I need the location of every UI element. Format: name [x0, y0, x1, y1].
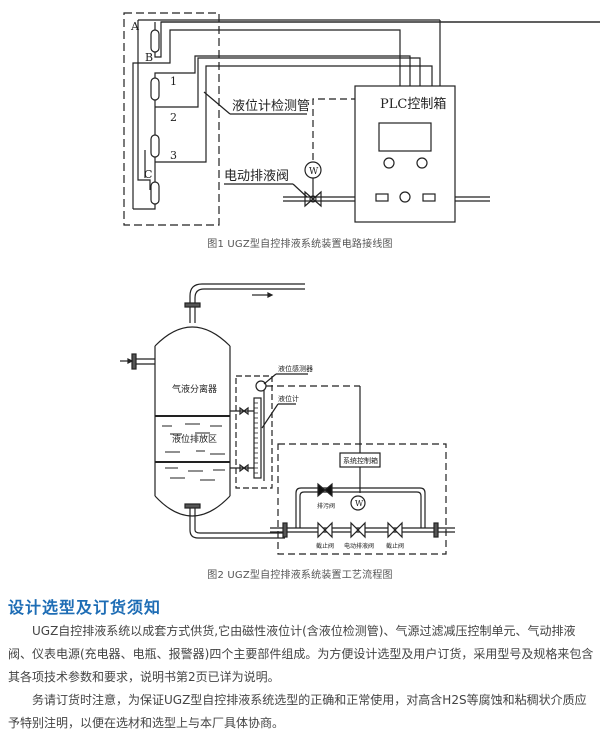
plc-box [354, 85, 456, 223]
label-2: 2 [170, 111, 177, 124]
figure-2-caption: 图2 UGZ型自控排液系统装置工艺流程图 [207, 570, 393, 581]
float-c [150, 181, 160, 205]
label-motor: W [355, 499, 364, 508]
stop-valve-right-symbol [387, 521, 403, 539]
label-bypass-valve: 排污阀 [317, 502, 335, 510]
paragraph-2: 务请订货时注意，为保证UGZ型自控排液系统选型的正确和正常使用，对高含H2S等腐… [8, 689, 598, 735]
leader-level-pipe [203, 91, 231, 115]
figure-1-caption: 图1 UGZ型自控排液系统装置电路接线图 [207, 239, 393, 250]
process-diagram-svg: 气液分离器 液位排放区 液位感测器 液位计 系统控制箱 排污阀 截止阀 电动排液… [120, 283, 455, 555]
float-a [150, 29, 160, 53]
paragraph-1-text: UGZ自控排液系统以成套方式供货,它由磁性液位计(含液位检测管)、气源过滤减压控… [8, 624, 594, 684]
label-level-sensor: 液位感测器 [278, 364, 313, 373]
plc-indicator-3 [399, 191, 411, 203]
plc-indicator-2 [416, 157, 428, 169]
level-gauge-enclosure [235, 375, 273, 489]
label-control-box: 系统控制箱 [343, 456, 378, 465]
label-motor: W [309, 167, 319, 177]
label-stop-valve-left: 截止阀 [316, 542, 334, 550]
label-1: 1 [170, 75, 177, 88]
float-3 [150, 134, 160, 158]
plc-button-2 [422, 193, 436, 202]
label-separator: 气液分离器 [172, 383, 217, 395]
electric-valve-symbol [350, 521, 366, 539]
motor-symbol [350, 495, 366, 511]
vessel-bottom [154, 495, 231, 517]
label-level-gauge: 液位计 [278, 394, 299, 403]
gauge-enclosure [123, 12, 220, 226]
section-heading: 设计选型及订货须知 [8, 598, 162, 617]
outlet-pipe [189, 283, 305, 323]
label-b: B [145, 51, 153, 64]
level-sensor-symbol [255, 380, 267, 392]
paragraph-2-text: 务请订货时注意，为保证UGZ型自控排液系统选型的正确和正常使用，对高含H2S等腐… [8, 693, 587, 730]
float-1 [150, 77, 160, 101]
wiring-diagram-svg: A B 1 2 3 C 液位计检测管 电动排液阀 PLC控制箱 W [123, 12, 600, 226]
figure-1-wiring-diagram: A B 1 2 3 C 液位计检测管 电动排液阀 PLC控制箱 W [0, 0, 600, 230]
label-stop-valve-right: 截止阀 [386, 542, 404, 550]
plc-button-1 [375, 193, 389, 202]
paragraph-1: UGZ自控排液系统以成套方式供货,它由磁性液位计(含液位检测管)、气源过滤减压控… [8, 620, 598, 689]
bypass-valve-symbol [317, 482, 333, 498]
label-level-pipe: 液位计检测管 [232, 99, 310, 114]
label-c: C [144, 168, 152, 181]
system-enclosure [277, 443, 447, 555]
label-3: 3 [170, 149, 177, 162]
signal-line [312, 98, 355, 160]
label-electric-valve: 电动排液阀 [224, 169, 289, 184]
stop-valve-left-symbol [317, 521, 333, 539]
label-electric-valve: 电动排液阀 [344, 542, 374, 550]
label-drain-zone: 液位排放区 [172, 433, 217, 445]
plc-display [378, 122, 432, 152]
vessel-top [154, 326, 231, 347]
plc-indicator-1 [383, 157, 395, 169]
label-a: A [130, 20, 140, 33]
figure-2-process-diagram: 气液分离器 液位排放区 液位感测器 液位计 系统控制箱 排污阀 截止阀 电动排液… [0, 268, 600, 558]
label-plc-box: PLC控制箱 [380, 96, 446, 112]
